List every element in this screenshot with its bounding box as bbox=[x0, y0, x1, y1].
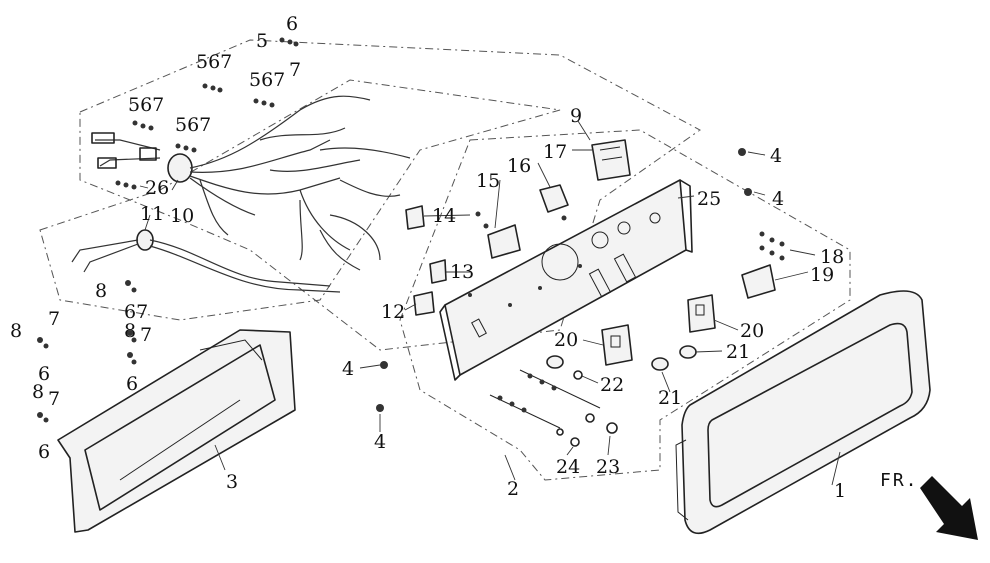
callout-6a: 6 bbox=[126, 373, 138, 395]
callout-2: 2 bbox=[507, 478, 519, 500]
callout-24: 24 bbox=[556, 456, 580, 478]
callout-5: 5 bbox=[256, 30, 268, 52]
wire-harness-10 bbox=[91, 95, 411, 271]
callout-6-top: 6 bbox=[286, 13, 298, 35]
callout-7b: 7 bbox=[140, 324, 152, 346]
part-2-bracket bbox=[439, 179, 693, 381]
part-3-tray bbox=[57, 329, 296, 533]
part-23-24-terminals bbox=[489, 369, 618, 447]
arrow-icon bbox=[920, 476, 978, 540]
callout-6b: 6 bbox=[38, 363, 50, 385]
callout-17: 17 bbox=[543, 141, 567, 163]
callout-21b: 21 bbox=[658, 387, 682, 409]
callout-8c: 8 bbox=[10, 320, 22, 342]
callout-4c: 4 bbox=[342, 358, 354, 380]
bracket-group-outline bbox=[399, 129, 851, 481]
callout-26: 26 bbox=[145, 177, 169, 199]
callout-4d: 4 bbox=[374, 431, 386, 453]
callout-7c: 7 bbox=[48, 388, 60, 410]
leader-lines bbox=[139, 120, 841, 486]
part-17-breaker bbox=[591, 139, 631, 181]
callout-25: 25 bbox=[697, 188, 721, 210]
callout-18: 18 bbox=[820, 246, 844, 268]
callout-7-top: 7 bbox=[289, 59, 301, 81]
part-19-receptacle bbox=[741, 264, 776, 299]
callout-12: 12 bbox=[381, 301, 405, 323]
part-12-switch bbox=[413, 291, 435, 316]
callout-11: 11 bbox=[140, 203, 164, 225]
front-direction-arrow bbox=[920, 476, 978, 540]
part-22-knob bbox=[546, 355, 583, 380]
callout-567c: 567 bbox=[128, 94, 164, 116]
callout-21a: 21 bbox=[726, 341, 750, 363]
callout-4a: 4 bbox=[770, 145, 782, 167]
callout-567b: 567 bbox=[249, 69, 285, 91]
harness-group-outline bbox=[79, 39, 701, 351]
callout-14: 14 bbox=[432, 205, 456, 227]
callout-8a: 8 bbox=[95, 280, 107, 302]
callout-567d: 567 bbox=[175, 114, 211, 136]
callout-3: 3 bbox=[226, 471, 238, 493]
part-15-module bbox=[487, 224, 521, 259]
callout-6c: 6 bbox=[38, 441, 50, 463]
wire-harness-11 bbox=[71, 229, 341, 293]
callout-9: 9 bbox=[570, 105, 582, 127]
callout-567a: 567 bbox=[196, 51, 232, 73]
callout-7a: 7 bbox=[48, 308, 60, 330]
callout-19: 19 bbox=[810, 264, 834, 286]
callout-67: 67 bbox=[124, 301, 148, 323]
part-21-knobs bbox=[651, 345, 697, 371]
part-20-receptacle-b bbox=[601, 324, 633, 366]
part-13-switch bbox=[429, 259, 447, 284]
callout-8d: 8 bbox=[32, 381, 44, 403]
callout-labels: 1 2 3 4 4 4 4 5 6 7 567 567 567 567 8 8 … bbox=[10, 13, 919, 502]
part-1-front-panel bbox=[675, 290, 931, 535]
part-20-receptacle-a bbox=[687, 294, 716, 333]
callout-10: 10 bbox=[170, 205, 194, 227]
callout-8b: 8 bbox=[124, 320, 136, 342]
callout-23: 23 bbox=[596, 456, 620, 478]
callout-22: 22 bbox=[600, 374, 624, 396]
callout-15: 15 bbox=[476, 170, 500, 192]
part-14-switch bbox=[405, 205, 425, 230]
callout-1: 1 bbox=[834, 480, 846, 502]
front-direction-label: FR. bbox=[880, 470, 919, 491]
callout-16: 16 bbox=[507, 155, 531, 177]
callout-13: 13 bbox=[450, 261, 474, 283]
callout-20b: 20 bbox=[554, 329, 578, 351]
part-16-switch bbox=[539, 184, 569, 213]
hardware-fasteners bbox=[37, 37, 785, 423]
callout-4b: 4 bbox=[772, 188, 784, 210]
callout-20a: 20 bbox=[740, 320, 764, 342]
harness-outer-outline bbox=[39, 79, 561, 321]
